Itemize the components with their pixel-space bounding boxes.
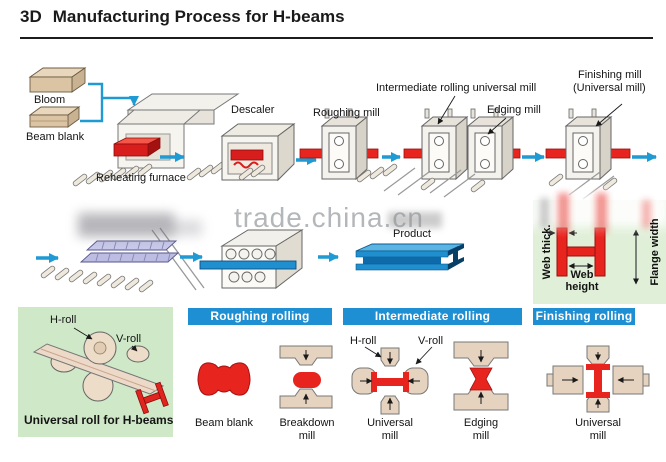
edging-mill-pass-label: Edging mill xyxy=(463,417,499,442)
universal-mill-intermediate-label: Universal mill xyxy=(367,417,413,442)
beam-blank-illustration xyxy=(28,106,81,128)
h-roll-intermediate-label: H-roll xyxy=(350,335,377,347)
title-text: Manufacturing Process for H-beams xyxy=(52,7,345,26)
h-roll-label: H-roll xyxy=(50,314,77,326)
edging-mill-label: Edging mill xyxy=(487,104,541,116)
universal-roll-caption: Universal roll for H-beams xyxy=(24,413,174,427)
reheating-furnace-label: Reheating furnace xyxy=(96,172,186,184)
beam-blank-pass-label: Beam blank xyxy=(194,417,254,429)
v-roll-label: V-roll xyxy=(116,333,142,345)
intermediate-rolling-header: Intermediate rolling xyxy=(343,308,522,325)
breakdown-mill-diagram xyxy=(279,345,333,409)
product-label: Product xyxy=(393,228,431,240)
intermediate-mill-label: Intermediate rolling universal mill xyxy=(376,82,537,94)
finishing-mill-sublabel: (Universal mill) xyxy=(573,82,646,94)
straightener-illustration xyxy=(199,229,304,290)
v-roll-intermediate-label: V-roll xyxy=(418,335,444,347)
finishing-mill-label: Finishing mill xyxy=(578,69,642,81)
beam-blank-blob xyxy=(197,362,251,396)
web-height-label: Web height xyxy=(565,269,599,293)
descaler-label: Descaler xyxy=(231,104,275,116)
roughing-rolling-header: Roughing rolling xyxy=(188,308,332,325)
universal-mill-intermediate-diagram xyxy=(351,346,433,415)
cooling-bed-illustration xyxy=(39,227,205,294)
universal-roll-illustration xyxy=(32,327,169,415)
beam-blank-label: Beam blank xyxy=(26,131,85,143)
title-prefix: 3D xyxy=(20,7,42,26)
descaler-illustration xyxy=(220,123,296,182)
breakdown-mill-label: Breakdown mill xyxy=(279,417,335,442)
finishing-rolling-header: Finishing rolling xyxy=(533,308,635,325)
charge-flow-bracket xyxy=(80,82,139,123)
top-label-leader-lines xyxy=(437,95,623,135)
product-h-beam-illustration xyxy=(355,243,465,271)
blur-smears xyxy=(78,193,666,237)
edging-mill-diagram xyxy=(453,341,509,411)
universal-mill-finishing-label: Universal mill xyxy=(575,417,621,442)
finishing-mill-illustration xyxy=(545,108,631,200)
red-h-section-end xyxy=(135,381,169,415)
reheating-furnace-illustration xyxy=(71,93,240,188)
title-rule xyxy=(20,37,653,39)
roughing-mill-illustration xyxy=(299,108,399,184)
dimension-arrows xyxy=(547,229,639,285)
universal-mill-finishing-diagram xyxy=(546,345,650,413)
watermark-text: trade.china.cn xyxy=(234,202,424,233)
bloom-label: Bloom xyxy=(34,94,66,106)
bloom-illustration xyxy=(28,67,87,93)
intermediate-mill-illustration xyxy=(383,108,521,198)
roughing-mill-label: Roughing mill xyxy=(313,107,380,119)
roller-table-1 xyxy=(185,160,227,182)
web-thickness-label: Web thick. xyxy=(541,224,553,280)
page-title: 3D Manufacturing Process for H-beams xyxy=(20,7,345,27)
flange-width-label: Flange width xyxy=(649,218,661,286)
